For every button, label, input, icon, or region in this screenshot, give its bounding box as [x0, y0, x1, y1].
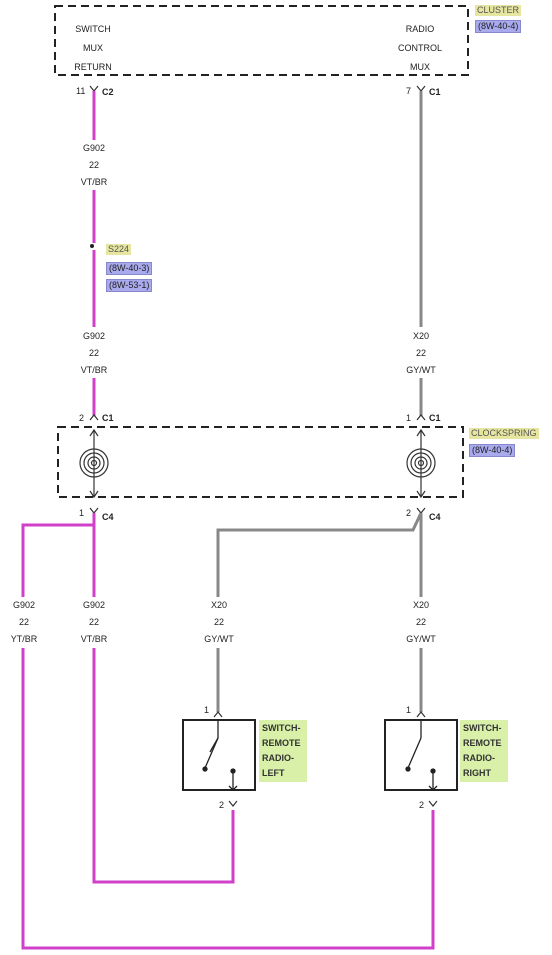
cluster-pin-number-left: 11 — [76, 86, 86, 96]
lower-wire-3-color: GY/WT — [204, 634, 234, 644]
switch-left-box — [182, 719, 256, 791]
splice-ref-link-1[interactable]: (8W-40-3) — [106, 262, 153, 275]
switch-right-name-line3: RADIO- — [463, 753, 495, 763]
cluster-pin-right-line2: CONTROL — [397, 43, 443, 53]
switch-contact-icon-right — [405, 720, 438, 791]
wire-mid-left-color: VT/BR — [80, 365, 108, 375]
lower-wire-4-color: GY/WT — [406, 634, 436, 644]
connector-c1-chevron — [416, 85, 426, 92]
wire-top-left-gauge: 22 — [88, 160, 100, 170]
switch-right-name-line4: RIGHT — [463, 768, 491, 778]
clockspring-c1-right-chevron — [416, 414, 426, 421]
splice-name-tag[interactable]: S224 — [106, 244, 132, 255]
clockspring-c4-right-chevron — [416, 507, 426, 514]
lower-wire-4-circuit: X20 — [412, 600, 429, 610]
cluster-conn-left: C2 — [102, 87, 114, 97]
wire-label-mid-left: G902 22 VT/BR — [81, 331, 108, 376]
switch-left-pin-top: 1 — [204, 705, 210, 715]
lower-wire-2-color: VT/BR — [80, 634, 108, 644]
clockspring-top-left-pin: 2 — [79, 413, 85, 423]
cluster-pin-right-label: RADIO CONTROL MUX — [398, 24, 442, 73]
switch-right-name-line2: REMOTE — [463, 738, 502, 748]
clockspring-bot-right-conn: C4 — [429, 512, 441, 522]
lower-wire-3-circuit: X20 — [210, 600, 227, 610]
cluster-pin-left-line1: SWITCH — [75, 24, 111, 34]
clockspring-bot-right-pin: 2 — [406, 508, 412, 518]
clockspring-coil-icon-left — [79, 448, 109, 478]
switch-left-name-line2: REMOTE — [262, 738, 301, 748]
wire-mid-right-gauge: 22 — [415, 348, 426, 358]
connector-c2-chevron — [89, 85, 99, 92]
clockspring-c1-left-chevron — [89, 414, 99, 421]
lower-wire-1-color: YT/BR — [10, 634, 38, 644]
switch-left-name-line4: LEFT — [262, 768, 285, 778]
wire-g902-to-left-switch — [92, 648, 235, 884]
switch-right-pin-bot: 2 — [419, 800, 425, 810]
clockspring-top-left-conn: C1 — [102, 413, 114, 423]
wire-top-left-color: VT/BR — [80, 177, 108, 187]
cluster-name-tag[interactable]: CLUSTER — [475, 5, 522, 16]
lower-wire-2-gauge: 22 — [88, 617, 100, 627]
lower-wire-1-circuit: G902 — [12, 600, 36, 610]
clockspring-top-right-conn: C1 — [429, 413, 441, 423]
clockspring-coil-icon-right — [406, 448, 436, 478]
wire-mid-left-circuit: G902 — [82, 331, 106, 341]
clockspring-box — [57, 426, 464, 498]
cluster-pin-right-line1: RADIO — [405, 24, 435, 34]
wire-label-lower-4: X20 22 GY/WT — [406, 600, 436, 645]
switch-left-name-line1: SWITCH- — [262, 723, 301, 733]
lower-wire-4-gauge: 22 — [415, 617, 426, 627]
wire-top-left-circuit: G902 — [82, 143, 106, 153]
cluster-ref-link[interactable]: (8W-40-4) — [475, 20, 522, 33]
wire-label-mid-right: X20 22 GY/WT — [406, 331, 436, 376]
wire-x20-branch-left — [216, 512, 423, 597]
clockspring-c4-left-chevron — [89, 507, 99, 514]
cluster-box — [54, 5, 469, 76]
switch-left-name-line3: RADIO- — [262, 753, 294, 763]
clockspring-top-right-pin: 1 — [406, 413, 412, 423]
switch-right-pin-top: 1 — [406, 705, 412, 715]
cluster-pin-left-line3: RETURN — [74, 62, 112, 72]
splice-dot — [90, 244, 94, 248]
switch-right-name-line1: SWITCH- — [463, 723, 502, 733]
wire-mid-right-circuit: X20 — [412, 331, 429, 341]
wire-label-lower-1: G902 22 YT/BR — [11, 600, 38, 645]
clockspring-name-tag[interactable]: CLOCKSPRING — [469, 428, 539, 439]
clockspring-bot-left-pin: 1 — [79, 508, 85, 518]
wire-g902-to-right-switch — [21, 648, 435, 950]
clockspring-ref-link[interactable]: (8W-40-4) — [469, 444, 516, 457]
lower-wire-2-circuit: G902 — [82, 600, 106, 610]
cluster-pin-left-line2: MUX — [83, 43, 103, 53]
cluster-pin-number-right: 7 — [406, 86, 412, 96]
switch-left-pin-bot: 2 — [219, 800, 225, 810]
clockspring-bot-left-conn: C4 — [102, 512, 114, 522]
switch-right-name-tag[interactable]: SWITCH- REMOTE RADIO- RIGHT — [460, 720, 508, 782]
lower-wire-1-gauge: 22 — [18, 617, 30, 627]
lower-wire-3-gauge: 22 — [213, 617, 224, 627]
cluster-pin-right-line3: MUX — [409, 62, 430, 72]
wire-label-top-left: G902 22 VT/BR — [81, 143, 108, 188]
wire-g902-branch-left — [21, 513, 96, 597]
wire-mid-right-color: GY/WT — [406, 365, 436, 375]
switch-contact-icon-left — [202, 720, 238, 791]
wire-label-lower-3: X20 22 GY/WT — [204, 600, 234, 645]
switch-left-name-tag[interactable]: SWITCH- REMOTE RADIO- LEFT — [259, 720, 307, 782]
splice-ref-link-2[interactable]: (8W-53-1) — [106, 279, 153, 292]
wire-label-lower-2: G902 22 VT/BR — [81, 600, 108, 645]
cluster-conn-right: C1 — [429, 87, 441, 97]
cluster-pin-left-label: SWITCH MUX RETURN — [74, 24, 112, 73]
wire-mid-left-gauge: 22 — [88, 348, 100, 358]
